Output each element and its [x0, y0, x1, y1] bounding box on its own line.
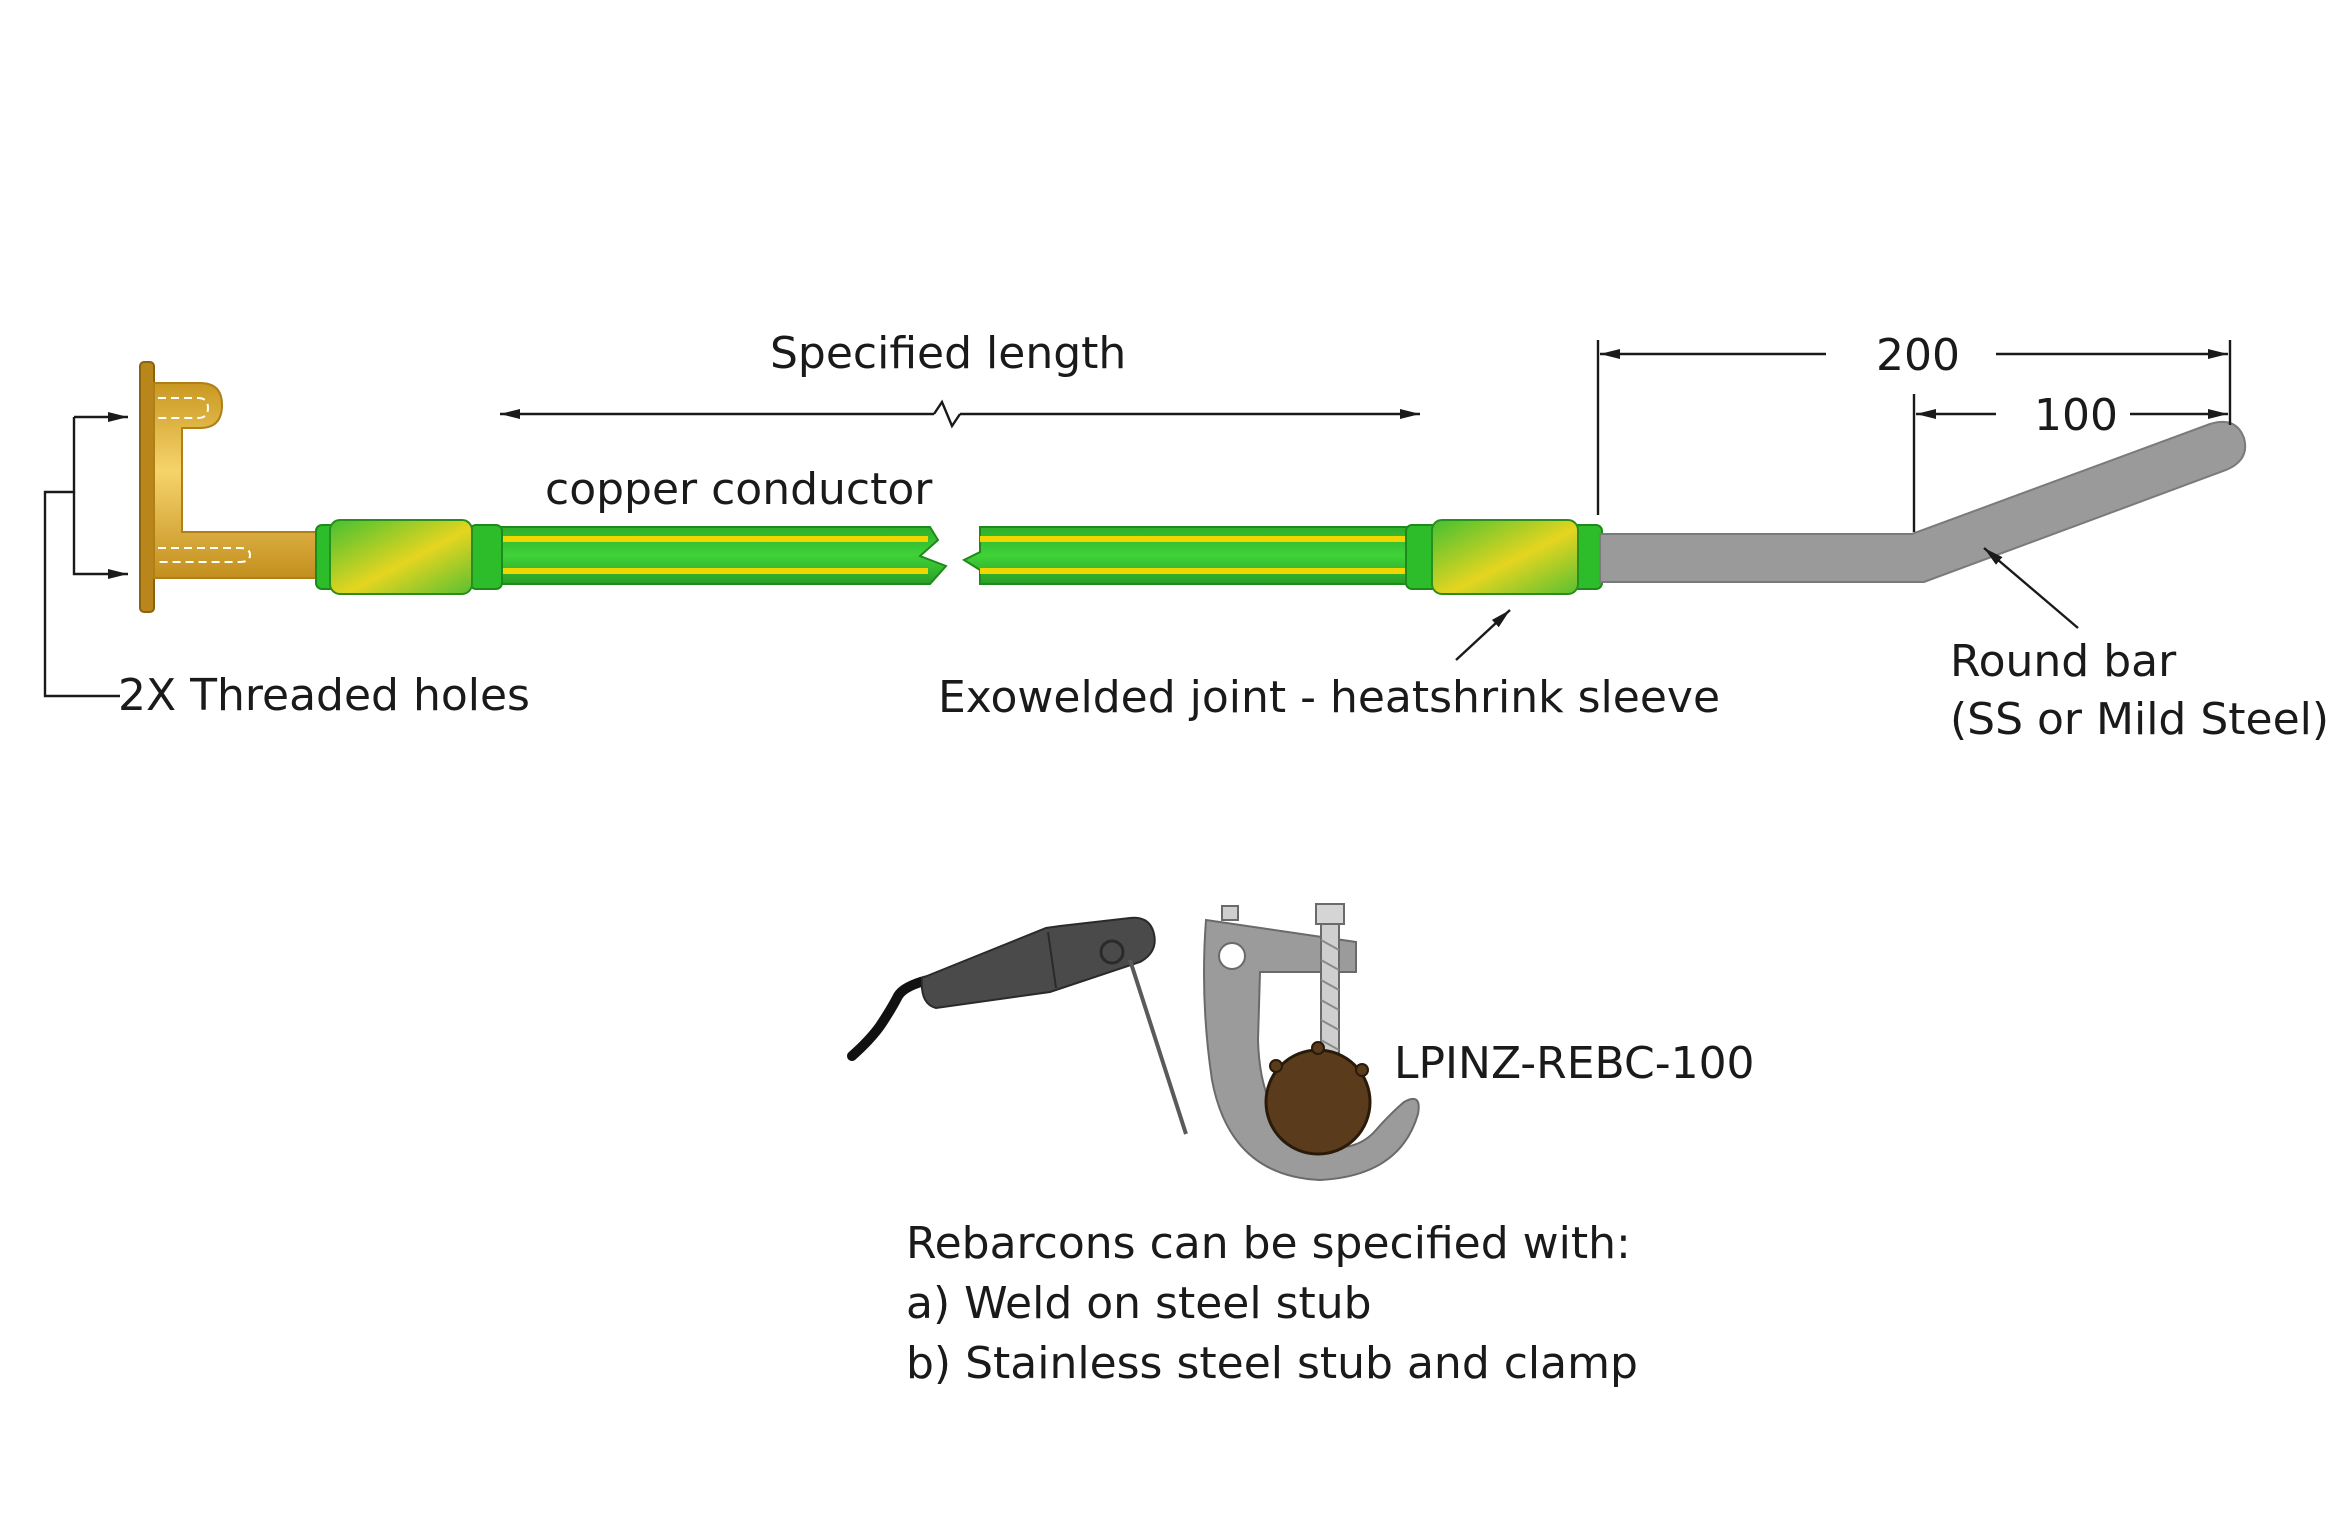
copper-conductor-right	[961, 526, 1419, 585]
joint-label: Exowelded joint - heatshrink sleeve	[938, 672, 1720, 723]
round-bar-label-line2: (SS or Mild Steel)	[1950, 694, 2329, 745]
welding-holder-illustration	[847, 916, 1188, 1135]
heatshrink-sleeve-left	[315, 519, 503, 595]
specified-length-dimension	[500, 399, 1420, 429]
copper-conductor-left	[467, 526, 948, 585]
threaded-holes-label: 2X Threaded holes	[118, 670, 530, 721]
round-bar-label-line1: Round bar	[1950, 636, 2177, 687]
note-line-3: b) Stainless steel stub and clamp	[906, 1338, 1638, 1389]
note-line-2: a) Weld on steel stub	[906, 1278, 1372, 1329]
threaded-hole-outline-lower	[158, 547, 252, 563]
dimension-100	[1912, 394, 2228, 532]
round-bar	[1599, 420, 2247, 583]
dimension-100-label: 100	[2034, 390, 2118, 441]
specified-length-label: Specified length	[770, 328, 1126, 379]
note-line-1: Rebarcons can be specified with:	[906, 1218, 1631, 1269]
round-bar-leader-arrow	[1983, 547, 2079, 629]
joint-leader-arrow	[1455, 609, 1511, 661]
threaded-holes-leader	[43, 412, 128, 698]
dimension-200-label: 200	[1876, 330, 1960, 381]
threaded-hole-outline-upper	[158, 397, 210, 419]
part-number-label: LPINZ-REBC-100	[1394, 1038, 1755, 1089]
heatshrink-sleeve-right	[1405, 519, 1603, 595]
dimension-200	[1596, 340, 2232, 515]
copper-conductor-label: copper conductor	[545, 464, 933, 515]
brass-lug	[139, 361, 326, 613]
rebar-clamp-illustration	[1203, 903, 1420, 1182]
